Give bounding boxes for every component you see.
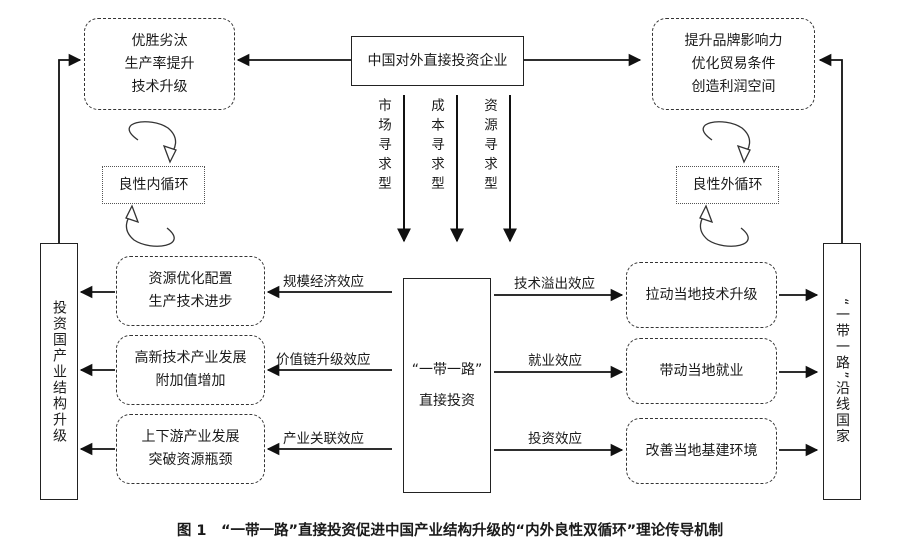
left-mid-1-line-2: 生产技术进步 xyxy=(148,294,233,310)
right-mid-2-label: 带动当地就业 xyxy=(659,362,744,379)
right-mid-box-3: 改善当地基建环境 xyxy=(626,418,777,484)
arrow-right-vertical-up xyxy=(818,53,843,243)
left-mid-box-2: 高新技术产业发展 附加值增加 xyxy=(116,335,265,405)
top-left-line-2: 生产率提升 xyxy=(124,55,195,72)
left-mid-1-line-1: 资源优化配置 xyxy=(148,271,233,287)
outer-cycle-box: 良性外循环 xyxy=(676,166,779,204)
left-mid-2-line-1: 高新技术产业发展 xyxy=(134,350,247,366)
top-right-box: 提升品牌影响力 优化贸易条件 创造利润空间 xyxy=(652,18,815,110)
top-center-label: 中国对外直接投资企业 xyxy=(367,52,508,69)
outer-cycle-icon xyxy=(699,121,751,247)
left-mid-box-1: 资源优化配置 生产技术进步 xyxy=(116,256,265,326)
right-effect-label-3: 投资效应 xyxy=(528,431,582,447)
right-mid-box-2: 带动当地就业 xyxy=(626,338,777,404)
inner-cycle-label: 良性内循环 xyxy=(118,176,189,193)
left-mid-2-line-2: 附加值增加 xyxy=(155,373,226,389)
inner-cycle-box: 良性内循环 xyxy=(102,166,205,204)
figure-caption: 图 1 “一带一路”直接投资促进中国产业结构升级的“内外良性双循环”理论传导机制 xyxy=(176,523,724,539)
left-mid-box-3: 上下游产业发展 突破资源瓶颈 xyxy=(116,414,265,484)
outer-cycle-label: 良性外循环 xyxy=(692,176,763,193)
arrow-left-vertical-up xyxy=(58,53,82,243)
top-right-line-3: 创造利润空间 xyxy=(691,78,776,95)
top-right-line-2: 优化贸易条件 xyxy=(691,55,776,72)
right-effect-label-1: 技术溢出效应 xyxy=(514,276,595,292)
top-left-line-1: 优胜劣汰 xyxy=(131,32,188,49)
left-effect-label-2: 价值链升级效应 xyxy=(276,352,371,368)
left-effect-label-3: 产业关联效应 xyxy=(283,431,364,447)
center-box: “一带一路” 直接投资 xyxy=(403,278,491,493)
center-line-1: “一带一路” xyxy=(411,361,483,378)
right-mid-1-label: 拉动当地技术升级 xyxy=(645,286,758,303)
right-effect-label-2: 就业效应 xyxy=(528,353,582,369)
left-vertical-box: 投资国产业结构升级 xyxy=(40,243,78,500)
right-mid-3-label: 改善当地基建环境 xyxy=(645,442,758,459)
top-left-box: 优胜劣汰 生产率提升 技术升级 xyxy=(84,18,235,110)
top-left-line-3: 技术升级 xyxy=(131,78,188,95)
top-center-box: 中国对外直接投资企业 xyxy=(351,36,524,86)
left-mid-3-line-2: 突破资源瓶颈 xyxy=(148,452,233,468)
left-effect-label-1: 规模经济效应 xyxy=(283,274,364,290)
motive-label-3: 资源寻求型 xyxy=(481,98,497,196)
center-line-2: 直接投资 xyxy=(419,392,475,409)
right-mid-box-1: 拉动当地技术升级 xyxy=(626,262,777,328)
right-vertical-box: “一带一路”沿线国家 xyxy=(823,243,861,500)
inner-cycle-icon xyxy=(125,121,177,247)
right-vertical-label: “一带一路”沿线国家 xyxy=(834,298,850,445)
motive-label-2: 成本寻求型 xyxy=(428,98,444,196)
motive-label-1: 市场寻求型 xyxy=(375,98,391,196)
left-mid-3-line-1: 上下游产业发展 xyxy=(141,429,240,445)
left-vertical-label: 投资国产业结构升级 xyxy=(51,299,67,444)
top-right-line-1: 提升品牌影响力 xyxy=(684,32,783,49)
